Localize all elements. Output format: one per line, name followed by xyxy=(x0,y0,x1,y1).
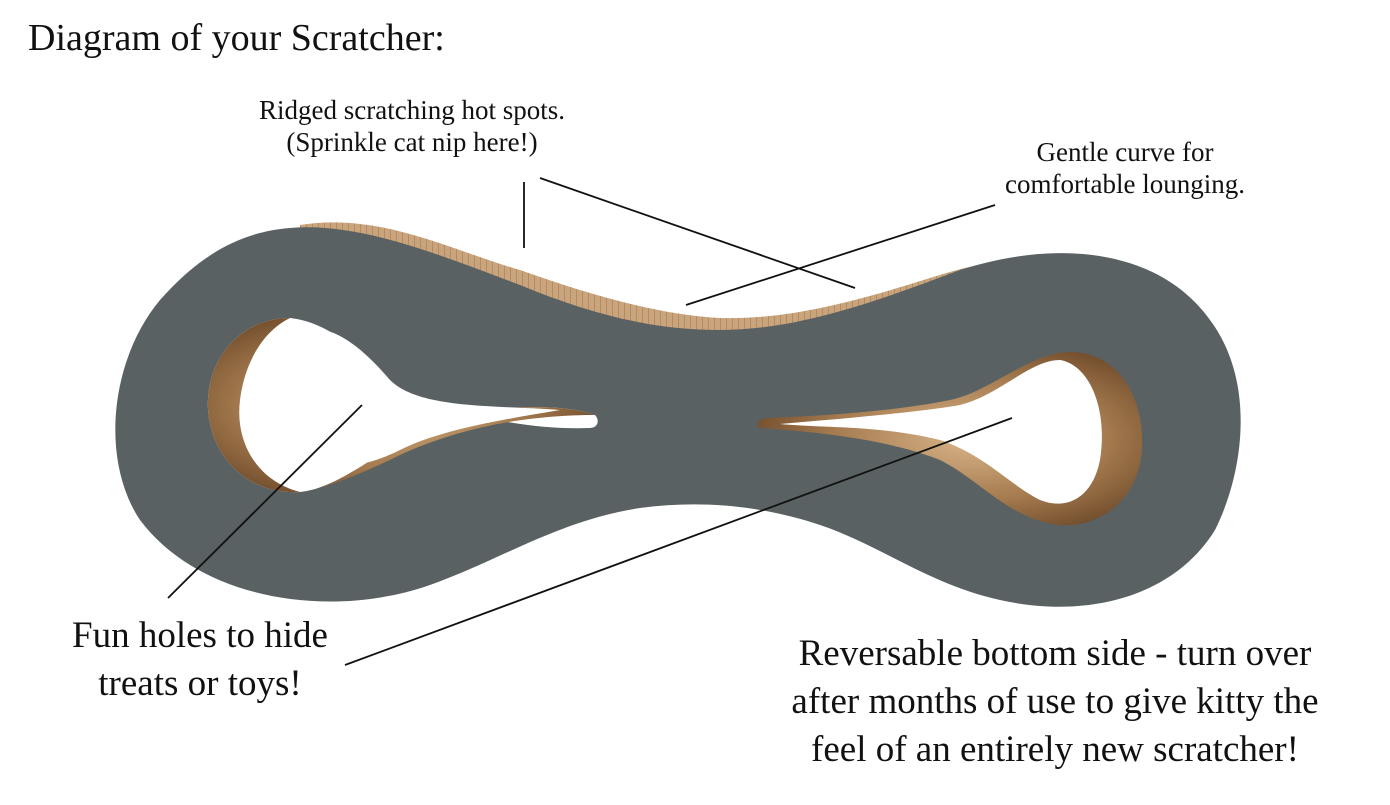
left-hole-opening xyxy=(291,328,560,465)
leader-lines xyxy=(167,177,1013,666)
leader-holes-left xyxy=(167,404,363,599)
scratcher-body xyxy=(115,227,1241,607)
left-hole-cardboard-wall xyxy=(207,318,595,493)
leader-ridged-right xyxy=(539,177,856,289)
callout-ridged-hot-spots: Ridged scratching hot spots. (Sprinkle c… xyxy=(259,95,565,157)
callout-gentle-curve: Gentle curve for comfortable lounging. xyxy=(1005,137,1245,199)
callout-reversible-bottom: Reversable bottom side - turn over after… xyxy=(791,633,1319,771)
diagram-title: Diagram of your Scratcher: xyxy=(28,17,445,59)
right-hole-opening xyxy=(780,360,1102,504)
leader-holes-right xyxy=(344,417,1013,666)
callout-fun-holes: Fun holes to hide treats or toys! xyxy=(72,615,328,705)
leader-curve xyxy=(685,204,996,306)
